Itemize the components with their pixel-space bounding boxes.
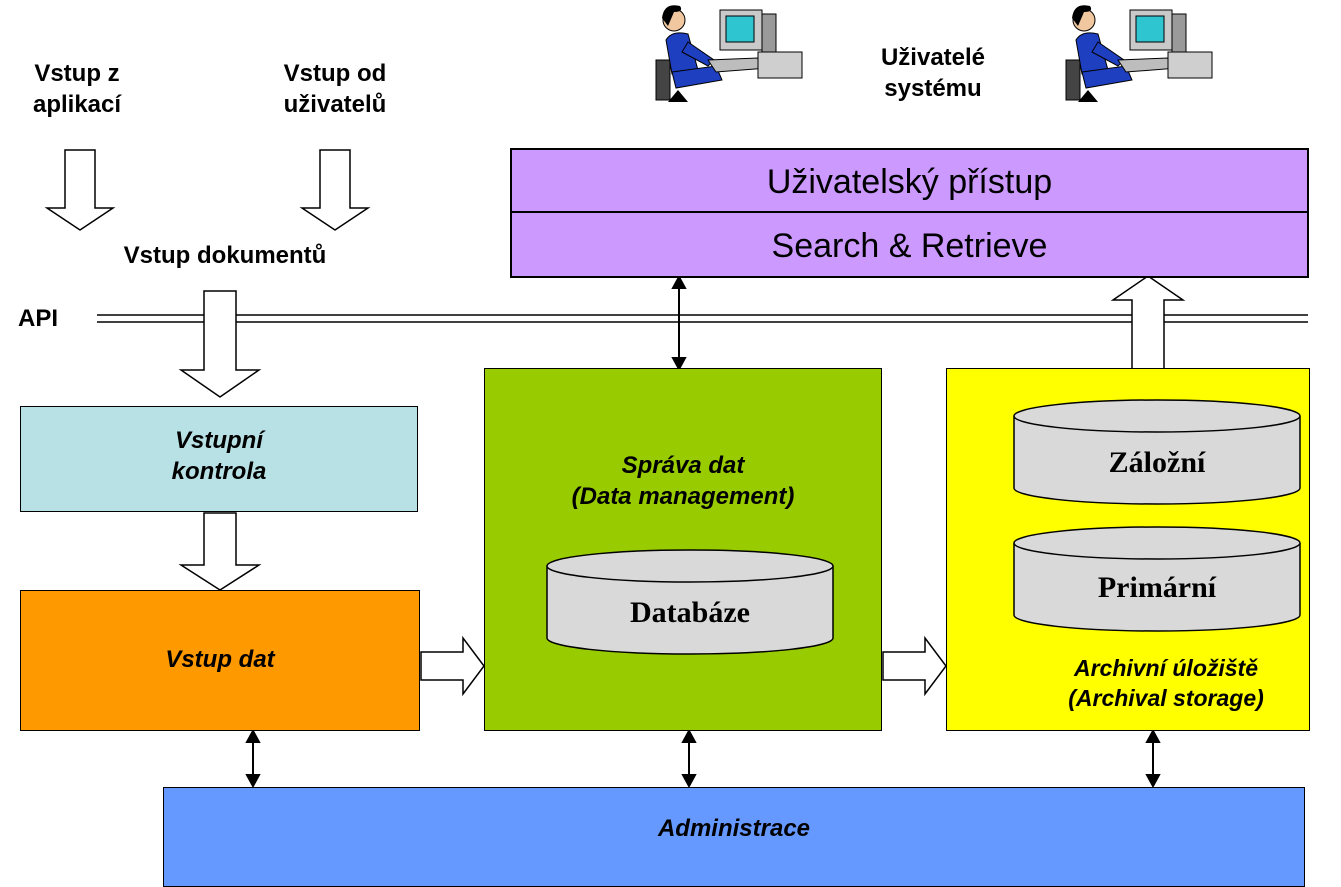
arrow-entry-right bbox=[420, 635, 485, 697]
api-label: API bbox=[18, 305, 59, 332]
backup-label: Záložní bbox=[1108, 446, 1206, 479]
connector-archive-admin bbox=[1145, 728, 1161, 789]
user-at-computer-icon bbox=[655, 5, 803, 102]
primary-label: Primární bbox=[1097, 571, 1217, 604]
arrow-users-down bbox=[299, 149, 371, 231]
search-retrieve-bar: Search & Retrieve bbox=[510, 212, 1309, 278]
backup-cylinder bbox=[1013, 399, 1301, 505]
arrow-docs-down bbox=[178, 290, 262, 398]
administration-label: Administrace bbox=[657, 815, 811, 842]
user-access-bar: Uživatelský přístup bbox=[510, 148, 1309, 212]
data-entry-box bbox=[20, 590, 420, 731]
primary-cylinder bbox=[1013, 526, 1301, 632]
connector-access-mgmt bbox=[671, 274, 687, 372]
document-input-label: Vstup dokumentů bbox=[123, 242, 327, 269]
connector-entry-admin bbox=[245, 728, 261, 789]
input-check-box bbox=[20, 406, 418, 512]
arrow-mgmt-right bbox=[882, 635, 947, 697]
user-at-computer-icon bbox=[1065, 5, 1213, 102]
data-entry-label: Vstup dat bbox=[165, 646, 275, 673]
data-management-label: Správa dat(Data management) bbox=[571, 452, 795, 511]
arrow-check-down bbox=[178, 512, 262, 591]
administration-box bbox=[163, 787, 1305, 887]
database-label: Databáze bbox=[630, 596, 750, 629]
archive-label: Archivní úložiště(Archival storage) bbox=[1068, 655, 1264, 711]
arrow-archive-up bbox=[1110, 275, 1186, 371]
connector-mgmt-admin bbox=[681, 728, 697, 789]
database-cylinder bbox=[546, 549, 834, 655]
arrow-apps-down bbox=[44, 149, 116, 231]
